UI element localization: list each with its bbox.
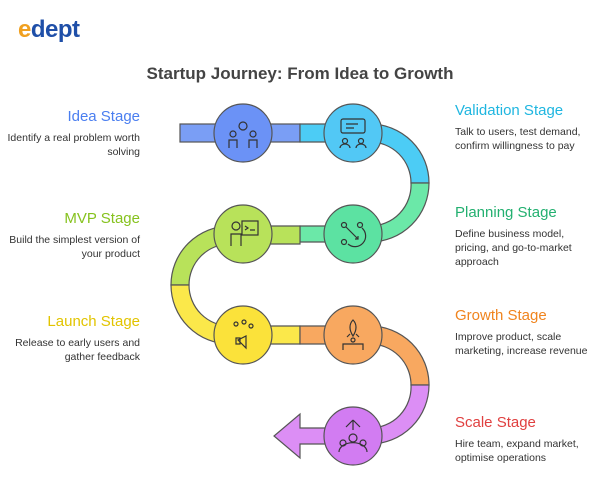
logo-text: dept <box>30 16 80 43</box>
stage-title: Planning Stage <box>455 204 557 221</box>
stage-description: Talk to users, test demand, confirm will… <box>455 126 581 152</box>
stage-title: MVP Stage <box>64 210 140 227</box>
lightbulb-people-icon <box>228 121 258 148</box>
stage-description: Define business model, pricing, and go-t… <box>455 228 572 268</box>
circle-idea <box>213 103 273 163</box>
stage-title: Idea Stage <box>67 108 140 125</box>
stage-description: Identify a real problem worth solving <box>7 132 140 158</box>
circle-scale <box>323 406 383 466</box>
band-scale-arrow <box>273 384 430 460</box>
logo-e: e <box>18 16 31 43</box>
stage-title: Launch Stage <box>47 313 140 330</box>
stage-description: Build the simplest version of your produ… <box>9 234 140 260</box>
megaphone-icon <box>233 319 254 350</box>
strategy-path-icon <box>340 221 367 248</box>
rocket-icon <box>342 319 364 350</box>
page-title: Startup Journey: From Idea to Growth <box>146 64 454 83</box>
stage-description: Hire team, expand market, optimise opera… <box>455 438 579 464</box>
team-growth-icon <box>338 419 368 453</box>
developer-terminal-icon <box>230 220 259 246</box>
circle-launch <box>213 305 273 365</box>
stage-description: Release to early users and gather feedba… <box>15 337 140 363</box>
circle-mvp <box>213 204 273 264</box>
logo: edept <box>18 16 80 44</box>
stage-title: Growth Stage <box>455 307 547 324</box>
stage-description: Improve product, scale marketing, increa… <box>455 331 588 357</box>
stage-title: Validation Stage <box>455 102 564 119</box>
chat-users-icon <box>339 118 367 149</box>
stage-title: Scale Stage <box>455 414 536 431</box>
